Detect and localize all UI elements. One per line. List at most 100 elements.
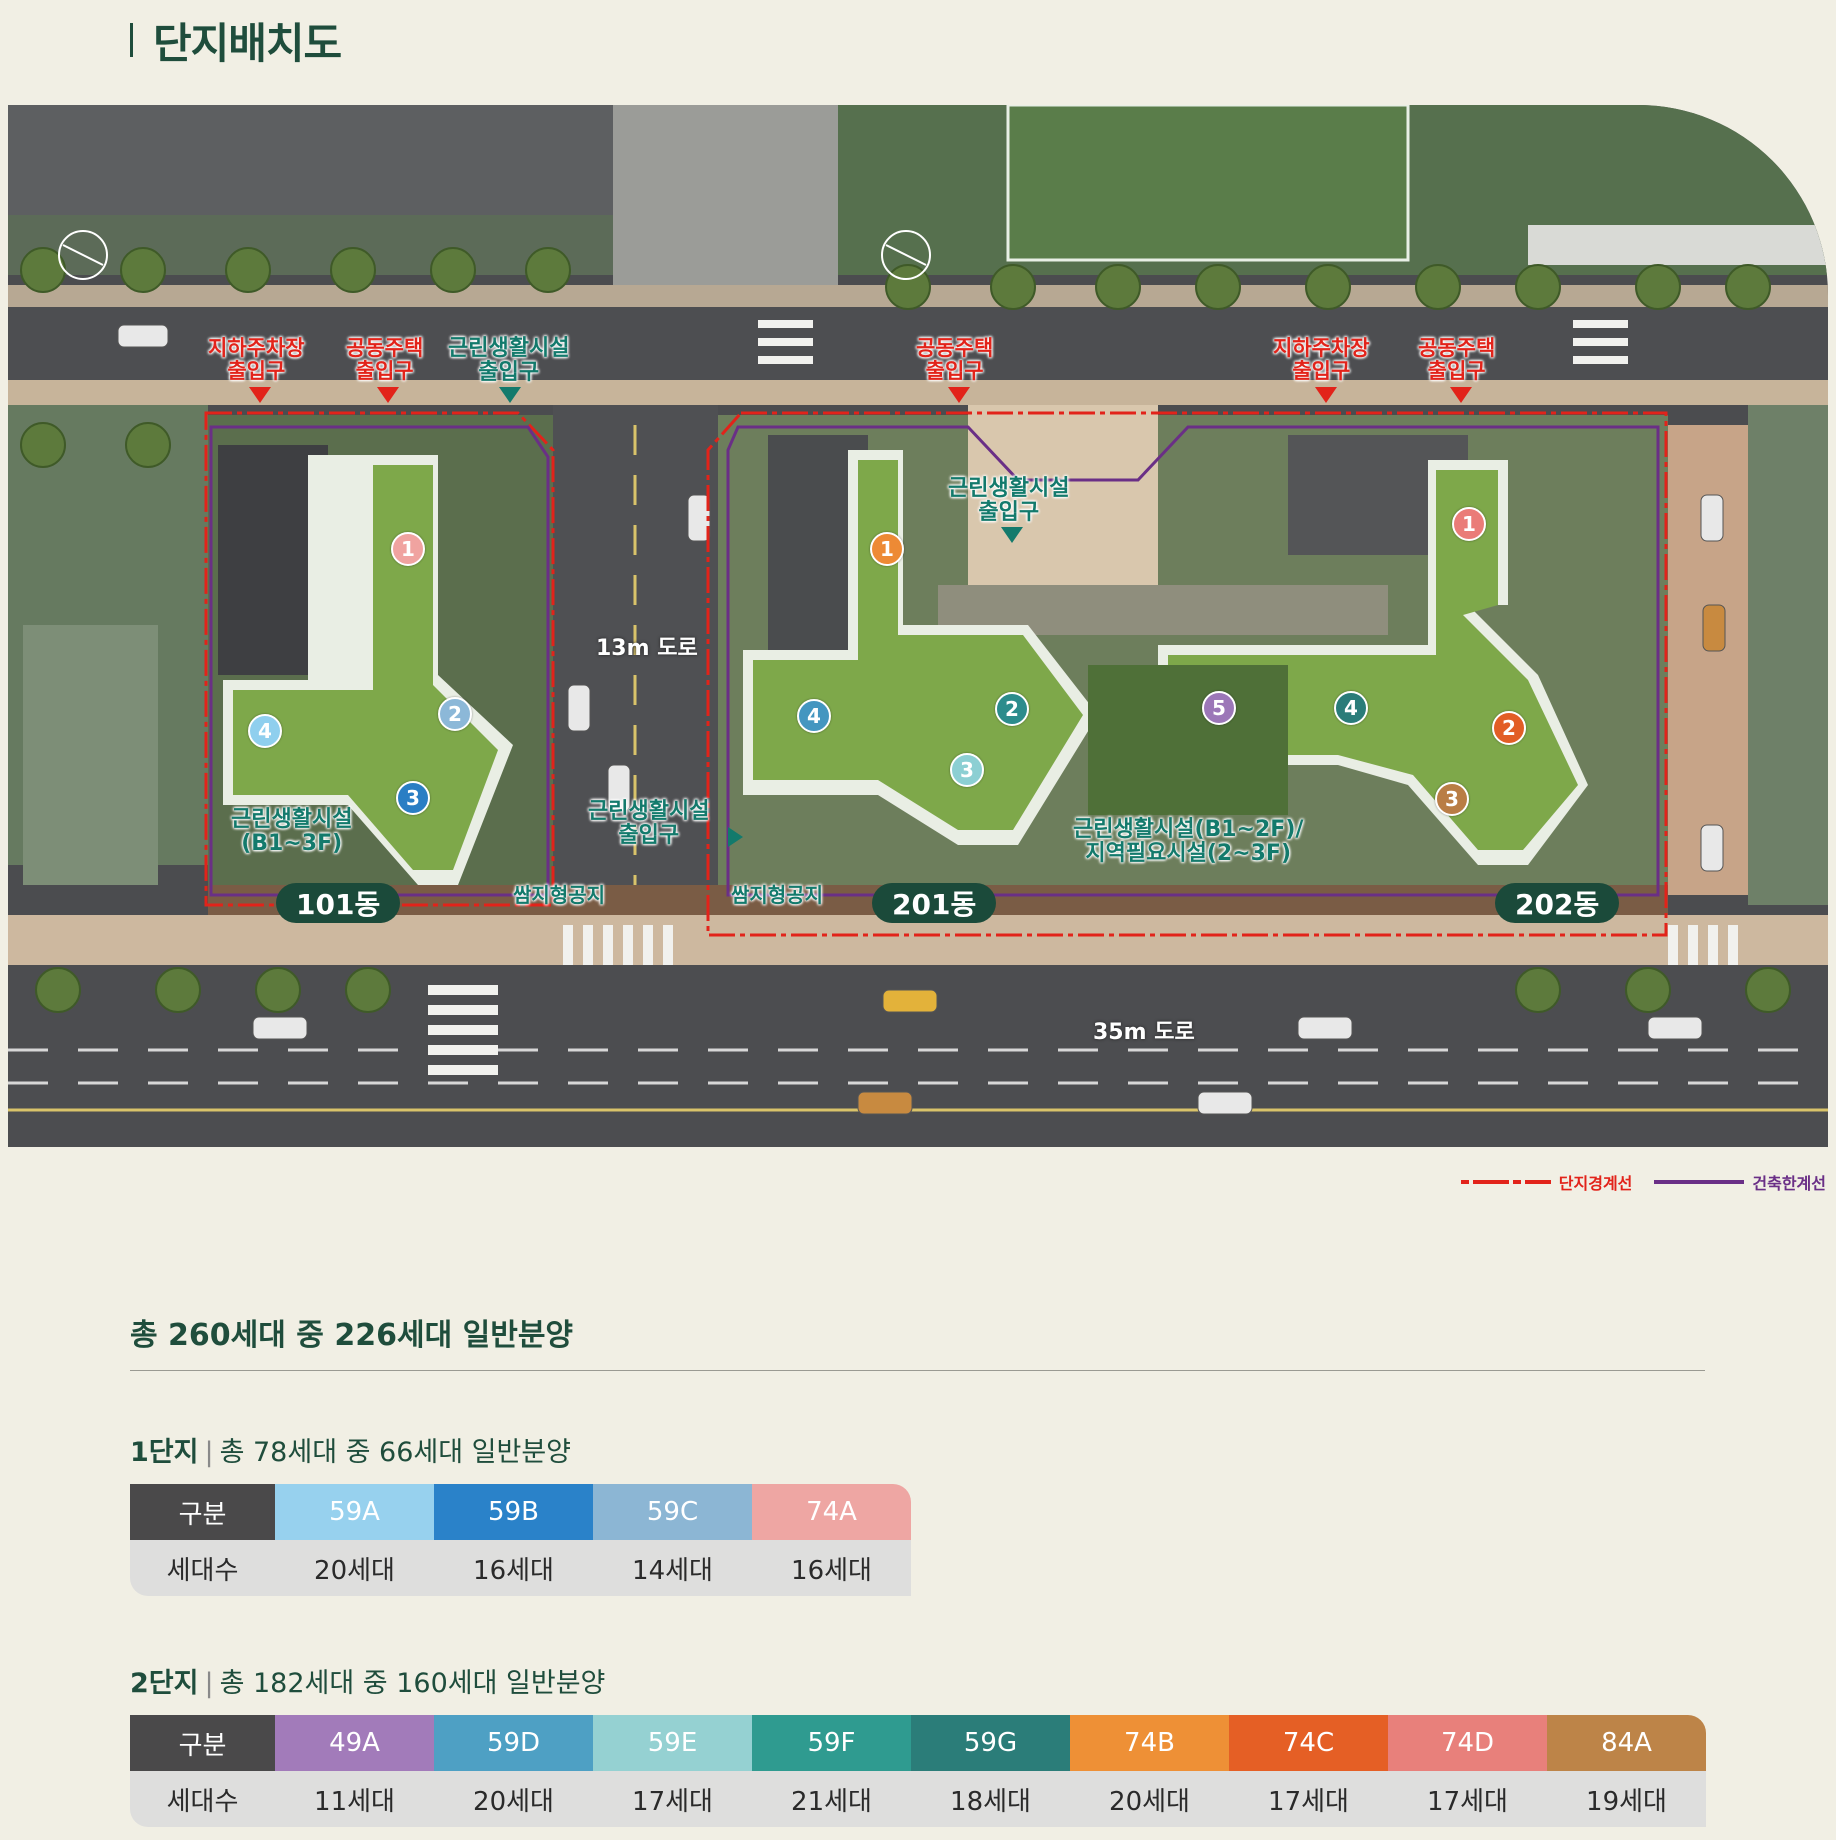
unit-marker: 2 (1492, 711, 1526, 745)
unit-count-cell: 21세대 (752, 1771, 911, 1827)
unit-type-cell: 84A (1547, 1715, 1706, 1771)
unit-type-cell: 59D (434, 1715, 593, 1771)
building-201-roof (753, 460, 1083, 830)
legend-boundary: 단지경계선 (1460, 1170, 1633, 1194)
complex2-title: 2단지|총 182세대 중 160세대 일반분양 (130, 1668, 606, 1699)
unit-count-cell: 19세대 (1547, 1771, 1706, 1827)
building-label: 201동 (872, 883, 997, 923)
building-label: 101동 (276, 883, 401, 923)
total-summary: 총 260세대 중 226세대 일반분양 (130, 1310, 1705, 1371)
unit-count-cell: 11세대 (275, 1771, 434, 1827)
unit-count-cell: 17세대 (1388, 1771, 1547, 1827)
page-title: 단지배치도 (130, 10, 342, 70)
unit-count-cell: 16세대 (752, 1540, 911, 1596)
facility-label: 근린생활시설(B1~3F) (231, 807, 353, 856)
entrance-arrow (1001, 527, 1023, 543)
building-limit-line-2 (726, 425, 1660, 897)
courtyard-garden (1088, 665, 1288, 815)
road-label: 35m 도로 (1093, 1020, 1195, 1045)
unit-type-cell: 59F (752, 1715, 911, 1771)
legend-building-limit-label: 건축한계선 (1752, 1174, 1826, 1193)
unit-type-cell: 59C (593, 1484, 752, 1540)
unit-type-cell: 59G (911, 1715, 1070, 1771)
entrance-arrow (948, 387, 970, 403)
unit-marker: 2 (995, 692, 1029, 726)
crosswalks (428, 320, 1738, 1075)
unit-count-cell: 16세대 (434, 1540, 593, 1596)
building-label: 202동 (1495, 883, 1620, 923)
trees (20, 247, 1791, 1013)
unit-type-cell: 74D (1388, 1715, 1547, 1771)
title-divider (130, 23, 133, 57)
unit-type-cell: 74A (752, 1484, 911, 1540)
unit-marker: 2 (438, 697, 472, 731)
lower-sidewalk (8, 915, 1828, 965)
unit-marker: 1 (1452, 507, 1486, 541)
table-row-label: 세대수 (130, 1540, 275, 1596)
legend-building-limit: 건축한계선 (1654, 1170, 1826, 1194)
entrance-arrow (1315, 387, 1337, 403)
entrance-arrow (249, 387, 271, 403)
unit-type-cell: 59B (434, 1484, 593, 1540)
unit-marker: 4 (1334, 691, 1368, 725)
unit-marker: 1 (870, 532, 904, 566)
entrance-arrow (499, 387, 521, 403)
road-label: 13m 도로 (596, 636, 698, 661)
tennis-court (1006, 105, 1410, 262)
complex-boundary-1 (204, 411, 555, 907)
unit-marker: 4 (797, 699, 831, 733)
site2-plaza (968, 405, 1158, 595)
unit-type-cell: 59E (593, 1715, 752, 1771)
complex-boundary-2 (706, 411, 1668, 937)
legend-boundary-label: 단지경계선 (1558, 1174, 1633, 1193)
unit-count-cell: 20세대 (1070, 1771, 1229, 1827)
building-101-roof (233, 465, 498, 870)
unit-type-cell: 74B (1070, 1715, 1229, 1771)
open-space-label: 쌈지형공지 (513, 883, 605, 907)
building-limit-line-1 (209, 425, 550, 897)
complex1-title: 1단지|총 78세대 중 66세대 일반분양 (130, 1437, 572, 1468)
unit-marker: 1 (391, 532, 425, 566)
north-arrows (58, 230, 931, 280)
complex1-name: 1단지 (130, 1437, 199, 1468)
complex2-name: 2단지 (130, 1668, 199, 1699)
entrance-arrow (377, 387, 399, 403)
site-plan-drawing (8, 105, 1828, 1147)
unit-marker: 3 (1435, 782, 1469, 816)
map-legend: 단지경계선 건축한계선 (1460, 1170, 1826, 1194)
entrance-arrow (1450, 387, 1472, 403)
page-title-text: 단지배치도 (153, 18, 342, 68)
complex1-desc: 총 78세대 중 66세대 일반분양 (219, 1437, 572, 1468)
right-green (1748, 405, 1828, 905)
unit-type-cell: 74C (1229, 1715, 1388, 1771)
building-limit-line-icon (1654, 1180, 1745, 1184)
unit-count-cell: 17세대 (1229, 1771, 1388, 1827)
sidewalk-upper (8, 380, 1828, 405)
unit-count-cell: 14세대 (593, 1540, 752, 1596)
table-row-label: 세대수 (130, 1771, 275, 1827)
unit-count-cell: 17세대 (593, 1771, 752, 1827)
table-header-label: 구분 (130, 1715, 275, 1771)
boundary-line-icon (1460, 1180, 1551, 1184)
facility-label: 근린생활시설(B1~2F)/지역필요시설(2~3F) (1073, 817, 1304, 866)
unit-type-cell: 59A (275, 1484, 434, 1540)
entrance-arrow (728, 827, 743, 847)
unit-count-cell: 18세대 (911, 1771, 1070, 1827)
cars (117, 324, 1726, 1115)
unit-count-cell: 20세대 (275, 1540, 434, 1596)
unit-marker: 3 (950, 753, 984, 787)
table-header-label: 구분 (130, 1484, 275, 1540)
unit-marker: 4 (248, 714, 282, 748)
unit-marker: 5 (1202, 691, 1236, 725)
complex2-desc: 총 182세대 중 160세대 일반분양 (219, 1668, 606, 1699)
